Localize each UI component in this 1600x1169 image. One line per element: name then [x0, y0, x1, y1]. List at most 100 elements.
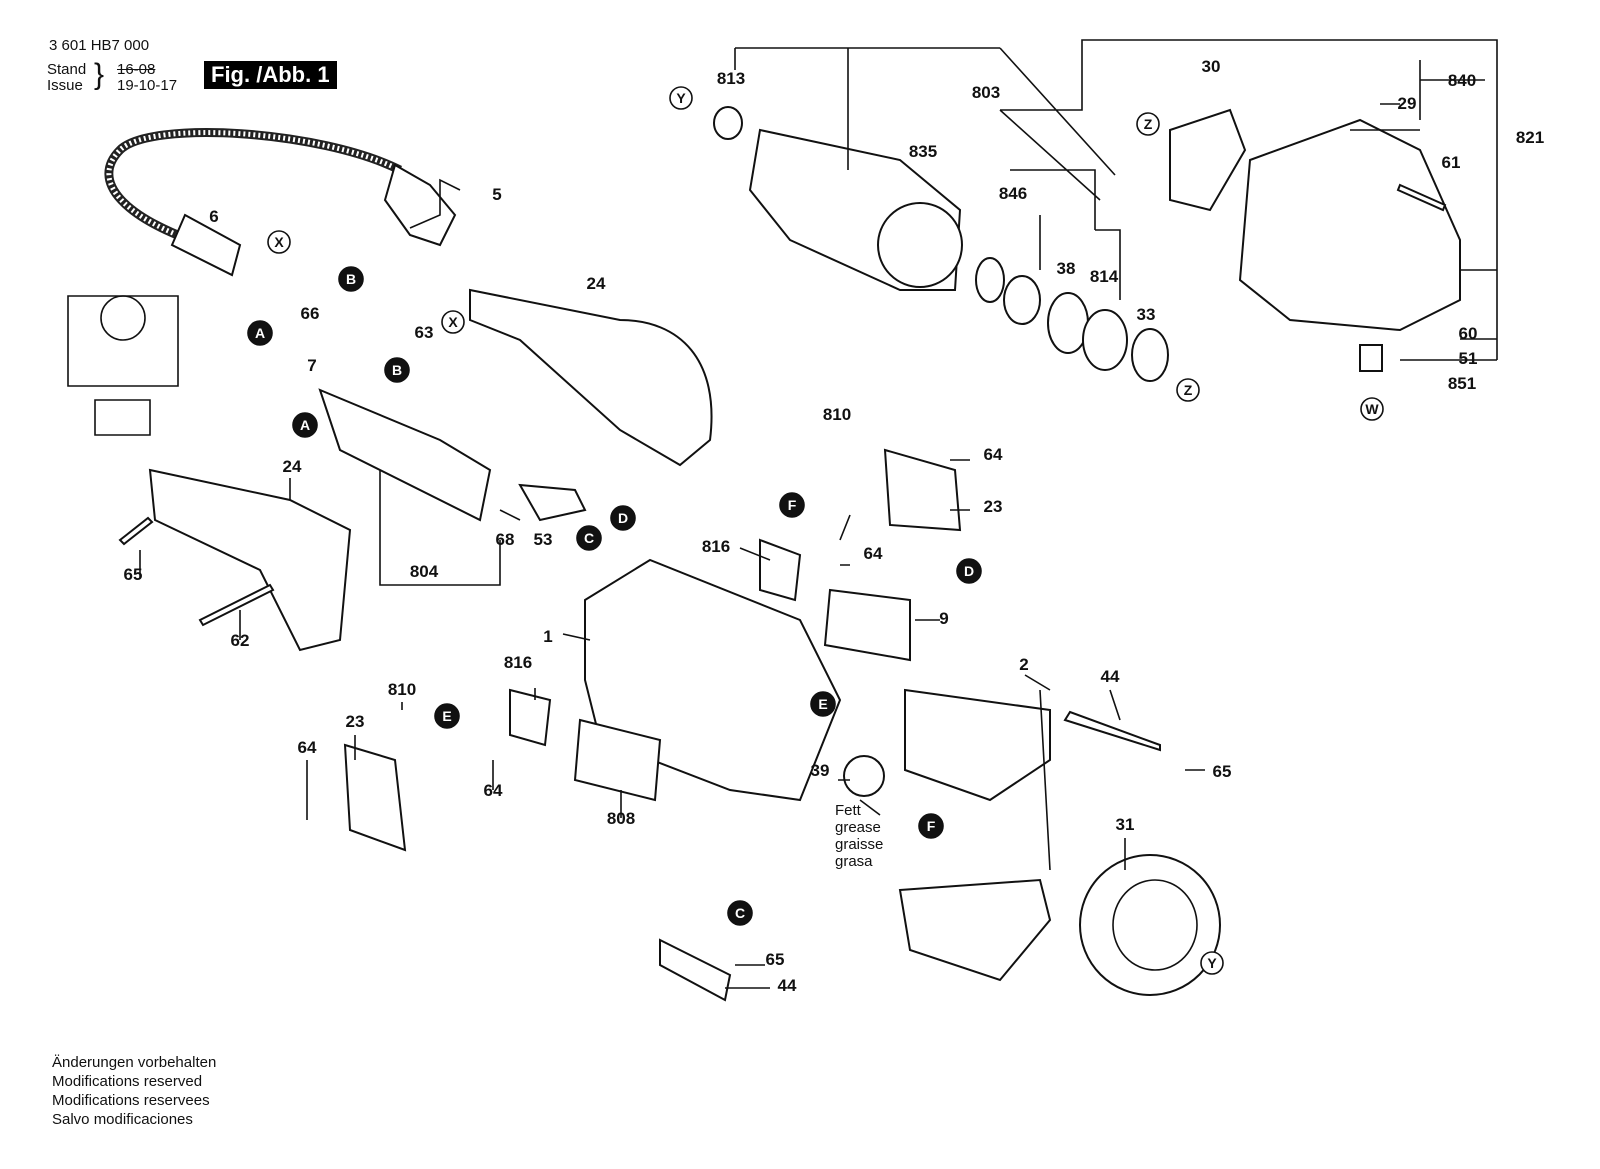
marker-letter: A	[300, 417, 310, 433]
part-label-840: 840	[1448, 71, 1476, 90]
connector-marker-e: E	[810, 691, 836, 717]
connector-marker-x: X	[441, 310, 465, 334]
marker-letter: B	[392, 362, 402, 378]
old-date: 16-08	[117, 61, 156, 78]
part-label-29: 29	[1398, 94, 1417, 113]
bearing-813	[713, 106, 743, 140]
marker-letter: W	[1365, 401, 1379, 417]
grease-note-line: grasa	[835, 853, 873, 870]
marker-circle	[576, 525, 602, 551]
marker-circle	[1136, 112, 1160, 136]
connector-marker-a: A	[292, 412, 318, 438]
leader-lines	[139, 39, 1498, 989]
nut-851	[1359, 344, 1383, 372]
connector-marker-w: W	[1360, 397, 1384, 421]
marker-letter: D	[618, 510, 628, 526]
connector-marker-y: Y	[669, 86, 693, 110]
connector-marker-d: D	[610, 505, 636, 531]
issue-label: Issue	[47, 77, 83, 94]
part-label-64: 64	[298, 738, 317, 757]
marker-letter: E	[818, 696, 827, 712]
footer-line: Salvo modificaciones	[52, 1111, 193, 1128]
part-label-65: 65	[1213, 762, 1232, 781]
bearing-33	[1131, 328, 1169, 382]
marker-letter: Z	[1184, 382, 1193, 398]
bearing-814	[1082, 309, 1128, 371]
marker-circle	[727, 900, 753, 926]
marker-letter: A	[255, 325, 265, 341]
screw-62	[198, 583, 275, 627]
retaining-ring-846	[975, 257, 1005, 303]
stand-issue-labels: Stand Issue	[47, 62, 86, 94]
bracket-44-left	[659, 938, 732, 1002]
connector-marker-y: Y	[1200, 951, 1224, 975]
grease-note-line: Fett	[835, 802, 862, 819]
marker-letter: C	[735, 905, 745, 921]
connector-marker-d: D	[956, 558, 982, 584]
figure-badge: Fig. /Abb. 1	[204, 61, 337, 89]
schematic-box	[67, 295, 179, 436]
part-label-813: 813	[717, 69, 745, 88]
stand-label: Stand	[47, 61, 87, 78]
handle-rear-top	[469, 288, 713, 467]
part-label-51: 51	[1459, 349, 1478, 368]
bearing-flange-30	[1169, 108, 1247, 212]
screw-61	[1396, 183, 1447, 212]
connector-marker-c: C	[576, 525, 602, 551]
footer-line: Modifications reservees	[52, 1092, 210, 1109]
marker-circle	[441, 310, 465, 334]
part-label-24: 24	[587, 274, 606, 293]
part-label-63: 63	[415, 323, 434, 342]
field-coil-2	[904, 688, 1051, 802]
marker-circle	[1360, 397, 1384, 421]
grease-note: Fett grease graisse grasa	[835, 802, 883, 870]
marker-letter: Z	[1144, 116, 1153, 132]
marker-circle	[956, 558, 982, 584]
end-shield-31-inner	[1112, 879, 1198, 971]
part-label-816: 816	[504, 653, 532, 672]
part-label-808: 808	[607, 809, 635, 828]
connector-marker-b: B	[384, 357, 410, 383]
grease-note-line: graisse	[835, 836, 883, 853]
part-label-65: 65	[766, 950, 785, 969]
marker-circle	[810, 691, 836, 717]
schematic-motor	[100, 295, 146, 341]
marker-letter: E	[442, 708, 451, 724]
plate-808	[573, 718, 662, 802]
gear-housing-821	[1238, 118, 1461, 332]
brush-holder-816-left	[509, 688, 552, 747]
handle-rear-bottom	[148, 468, 352, 652]
part-label-64: 64	[984, 445, 1003, 464]
part-label-1: 1	[543, 627, 552, 646]
issue-dates: 16-08 19-10-17	[117, 62, 177, 94]
connector-marker-z: Z	[1136, 112, 1160, 136]
connector-marker-x: X	[267, 230, 291, 254]
bracket-44-right	[1063, 710, 1161, 752]
footer-line: Änderungen vorbehalten	[52, 1054, 217, 1071]
part-label-64: 64	[484, 781, 503, 800]
part-label-9: 9	[939, 609, 948, 628]
part-label-38: 38	[1057, 259, 1076, 278]
marker-letter: F	[927, 818, 936, 834]
switch-slider	[518, 483, 587, 522]
issue-date: 19-10-17	[117, 77, 178, 94]
part-label-31: 31	[1116, 815, 1135, 834]
marker-letter: Y	[1207, 955, 1217, 971]
marker-letter: B	[346, 271, 356, 287]
marker-circle	[779, 492, 805, 518]
footer-line: Modifications reserved	[52, 1073, 203, 1090]
connector-marker-z: Z	[1176, 378, 1200, 402]
part-label-39: 39	[811, 761, 830, 780]
marker-circle	[918, 813, 944, 839]
part-label-53: 53	[534, 530, 553, 549]
part-label-810: 810	[823, 405, 851, 424]
marker-letter: X	[448, 314, 458, 330]
marker-circle	[384, 357, 410, 383]
marker-letter: Y	[676, 90, 686, 106]
part-label-30: 30	[1202, 57, 1221, 76]
power-cord	[104, 128, 403, 255]
part-label-66: 66	[301, 304, 320, 323]
bearing-39	[843, 755, 885, 797]
